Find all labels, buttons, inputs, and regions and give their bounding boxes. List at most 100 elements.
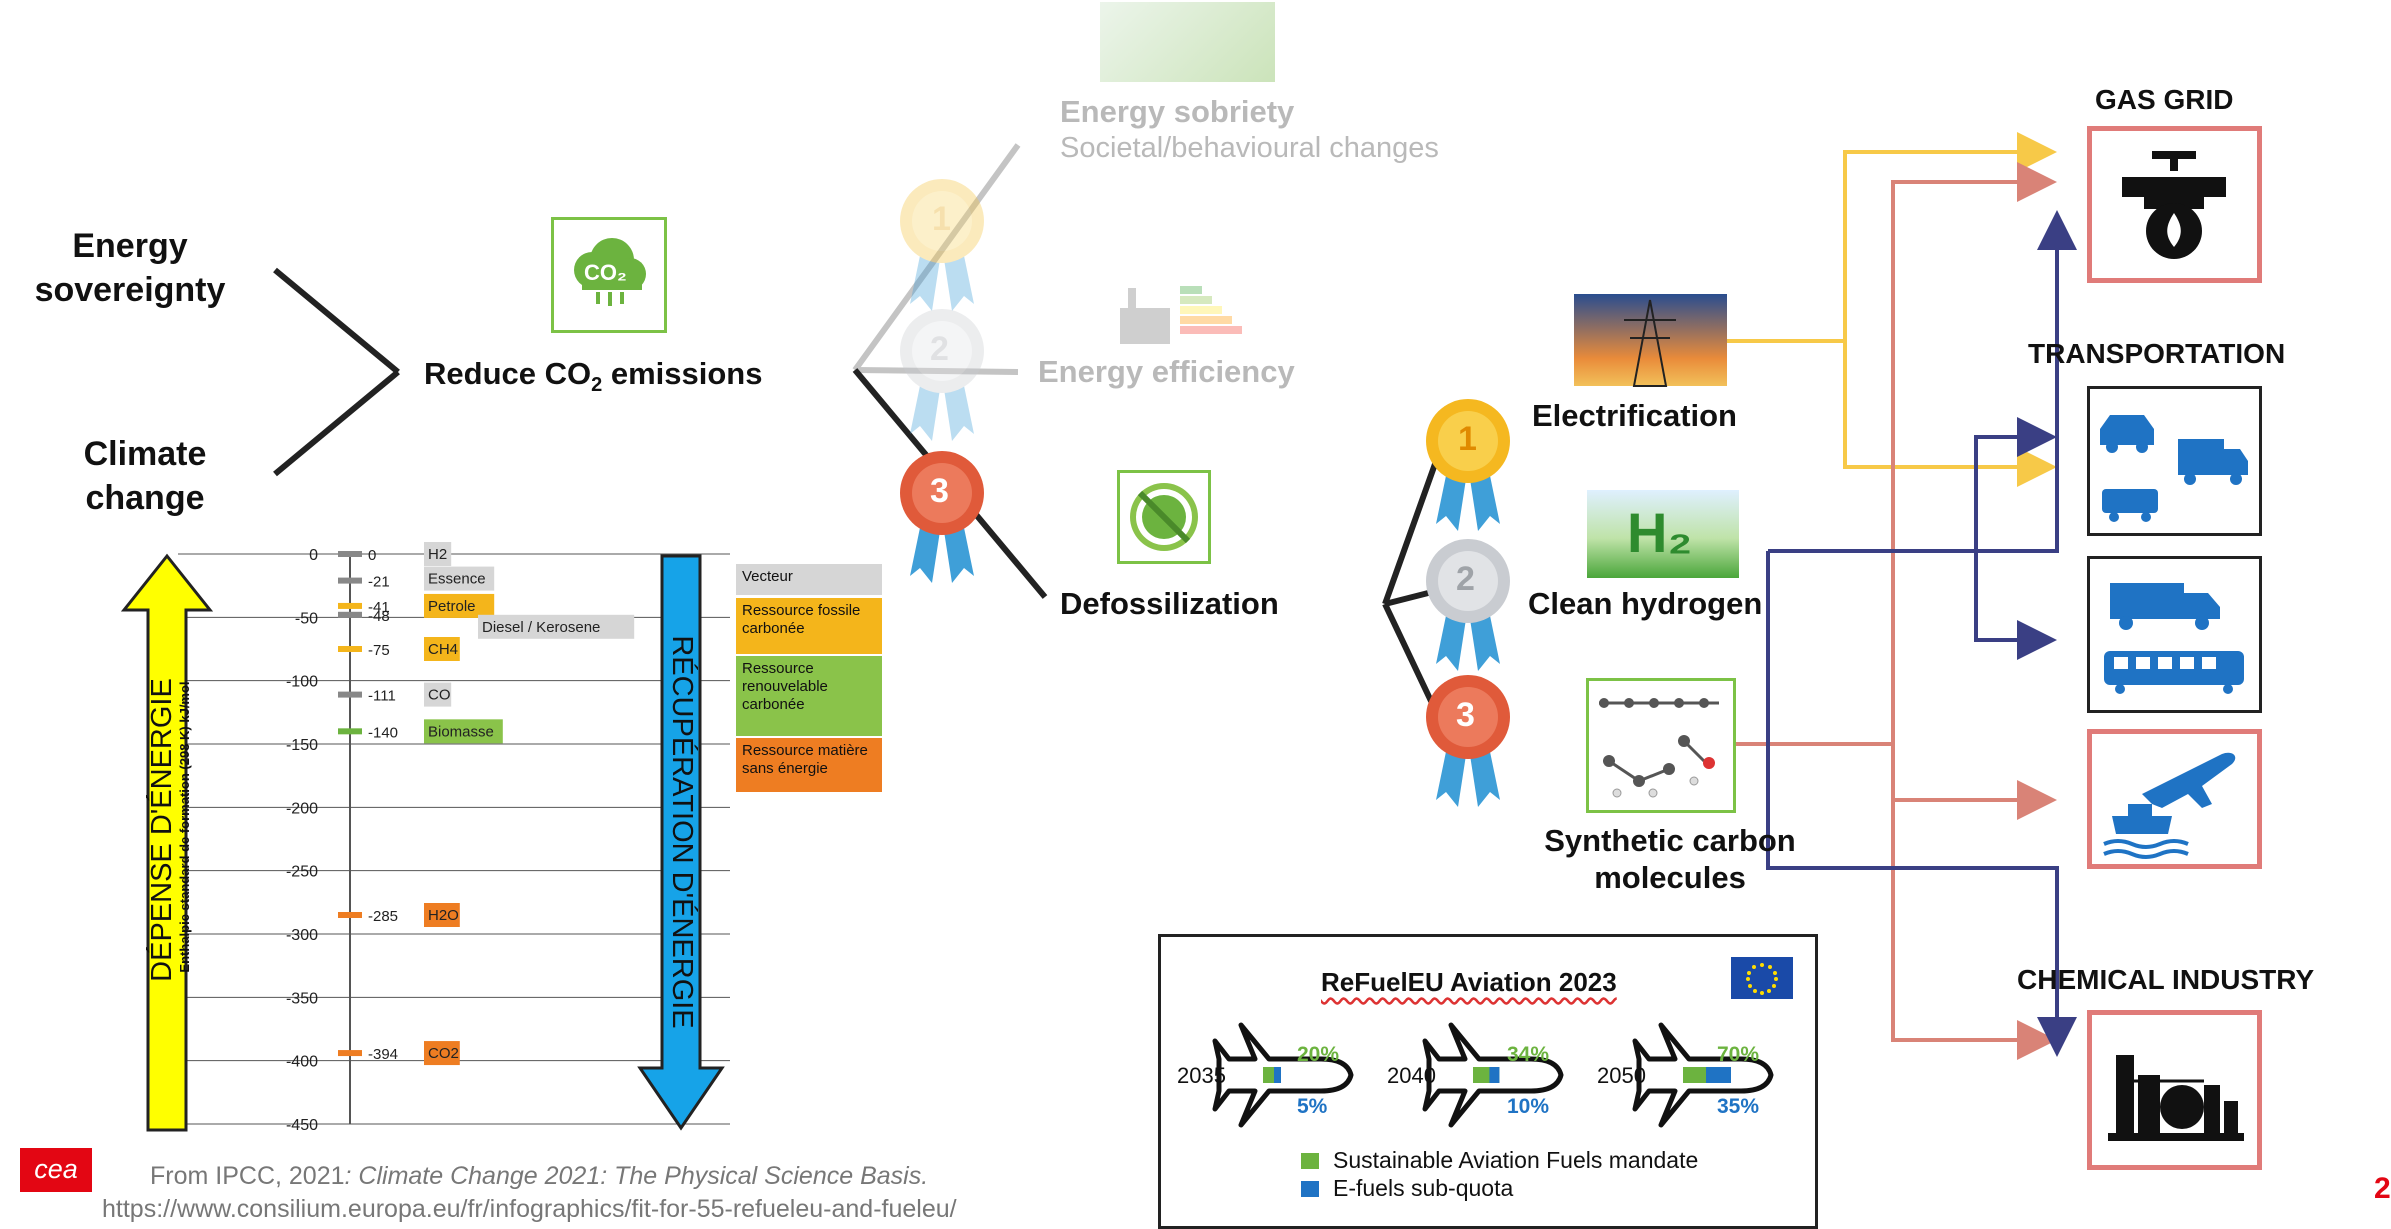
refuel-plane-2040: 2040 34% 10%: [1381, 1005, 1591, 1135]
medal-bronze-number: 3: [1456, 696, 1475, 734]
gas-tap-icon: [2122, 151, 2226, 259]
energy-sovereignty-label: Energy sovereignty: [34, 227, 226, 309]
plane-year: 2035: [1177, 1063, 1226, 1088]
label-box: [478, 614, 635, 639]
aviation-maritime-box: [2087, 729, 2262, 869]
plane-efuel-percent: 35%: [1717, 1095, 1760, 1118]
defossilization-label: Defossilization: [1060, 586, 1279, 621]
marker-co2: [338, 1050, 362, 1057]
marker-co: [338, 691, 362, 698]
label-box: [424, 637, 460, 661]
co2-cloud-icon: CO₂: [551, 217, 667, 333]
legend-header: Vecteur: [736, 564, 882, 595]
energy-recovery-arrow: [637, 554, 725, 1131]
co2-icon-text: CO₂: [584, 260, 627, 285]
transportation-label: TRANSPORTATION: [2028, 338, 2286, 369]
label-box: [424, 682, 452, 707]
medal-silver-number: 2: [1456, 560, 1475, 598]
label-box: [424, 719, 503, 744]
tick-label: -350: [286, 990, 318, 1007]
reduce-co2-pre: Reduce CO: [424, 356, 592, 391]
plane-saf-percent: 70%: [1717, 1043, 1760, 1066]
plane-saf-percent: 20%: [1297, 1043, 1340, 1066]
medal-bronze: 3: [1418, 672, 1518, 812]
plane-ship-icon: [2103, 752, 2236, 859]
legend-renewable: Ressource renouvelable carbonée: [736, 656, 882, 736]
electrification-connectors: [1727, 132, 2057, 487]
value-label: -41: [368, 599, 390, 616]
source-line: From IPCC, 2021: Climate Change 2021: Th…: [150, 1160, 928, 1192]
tick-label: -300: [286, 927, 318, 944]
medal-silver: 2: [1418, 536, 1518, 676]
energy-sobriety-sub: Societal/behavioural changes: [1060, 132, 1439, 164]
plane-efuel-percent: 10%: [1507, 1095, 1550, 1118]
sobriety-image: [1100, 2, 1275, 82]
label-box: [424, 593, 495, 618]
value-label: -75: [368, 642, 390, 659]
truck-train-icon: [2104, 583, 2244, 694]
no-co2-icon: [1117, 470, 1211, 564]
energy-efficiency-label: Energy efficiency: [1038, 354, 1295, 389]
refuel-eu-box: ReFuelEU Aviation 2023 2035 20% 5%: [1158, 934, 1818, 1229]
item-label: Essence: [428, 571, 486, 588]
source-pre: From IPCC, 2021: [150, 1162, 345, 1190]
medal-2-number: 2: [930, 330, 949, 368]
value-label: -111: [368, 688, 396, 705]
value-label: -285: [368, 908, 398, 925]
refuel-title: ReFuelEU Aviation 2023: [1321, 967, 1617, 997]
marker-h2o: [338, 912, 362, 918]
synthetic-connectors: [1735, 162, 2057, 1060]
marker-h2: [338, 551, 362, 557]
legend-efuel-swatch: [1301, 1181, 1319, 1197]
marker-ch4: [338, 646, 362, 652]
energy-recovery-label: RÉCUPÉRATION D'ÉNERGIE: [666, 635, 698, 1029]
medal-gold: 1: [1418, 396, 1518, 536]
reduce-co2-sub: 2: [591, 374, 603, 397]
hydrogen-connectors: [1766, 210, 2077, 1057]
refuel-plane-2050: 2050 70% 35%: [1591, 1005, 1801, 1135]
energy-sobriety-label: Energy sobriety: [1060, 94, 1295, 129]
item-label: H2: [428, 546, 447, 563]
label-box: [424, 903, 460, 927]
plane-saf-percent: 34%: [1507, 1043, 1550, 1066]
tick-label: 0: [309, 547, 318, 564]
legend-noenergy: Ressource matière sans énergie: [736, 738, 882, 792]
reduce-co2-label: Reduce CO2 emissions: [424, 356, 762, 397]
marker-petrole: [338, 602, 362, 609]
medal-3: 3: [892, 448, 992, 588]
tick-label: -50: [295, 610, 318, 627]
tick-label: -100: [286, 674, 318, 691]
medal-2-faded: 2: [892, 306, 992, 446]
synthetic-carbon-label: Synthetic carbon molecules: [1544, 823, 1796, 895]
gas-grid-label: GAS GRID: [2095, 84, 2234, 115]
source-url[interactable]: https://www.consilium.europa.eu/fr/infog…: [102, 1195, 957, 1223]
item-label: CO: [428, 687, 451, 704]
marker-biomasse: [338, 728, 362, 735]
plane-efuel-percent: 5%: [1297, 1095, 1328, 1118]
label-box: [424, 1041, 460, 1066]
legend-fossil: Ressource fossile carbonée: [736, 598, 882, 654]
transport-box-1: [2087, 386, 2262, 536]
value-label: -394: [368, 1046, 398, 1063]
cea-logo: cea: [20, 1148, 92, 1192]
marker-diesel-kerosene: [338, 611, 362, 618]
hydrogen-image: H₂: [1587, 490, 1739, 578]
molecule-image: [1586, 678, 1736, 813]
legend-saf-swatch: [1301, 1153, 1319, 1169]
legend-saf-label: Sustainable Aviation Fuels mandate: [1333, 1147, 1699, 1173]
plane-year: 2040: [1387, 1063, 1436, 1088]
value-label: -21: [368, 574, 390, 591]
marker-essence: [338, 577, 362, 584]
tick-label: -450: [286, 1117, 318, 1134]
item-label: Petrole: [428, 598, 476, 615]
energy-spending-arrow: [120, 553, 214, 1132]
tick-label: -200: [286, 800, 318, 817]
power-pylon-image: [1574, 294, 1727, 387]
medal-3-number: 3: [930, 472, 949, 510]
transport-box-2: [2087, 556, 2262, 713]
label-box: [424, 542, 452, 566]
electrification-label: Electrification: [1532, 398, 1737, 433]
climate-change-label: Climate change: [83, 435, 207, 517]
chemical-industry-box: [2087, 1010, 2262, 1170]
